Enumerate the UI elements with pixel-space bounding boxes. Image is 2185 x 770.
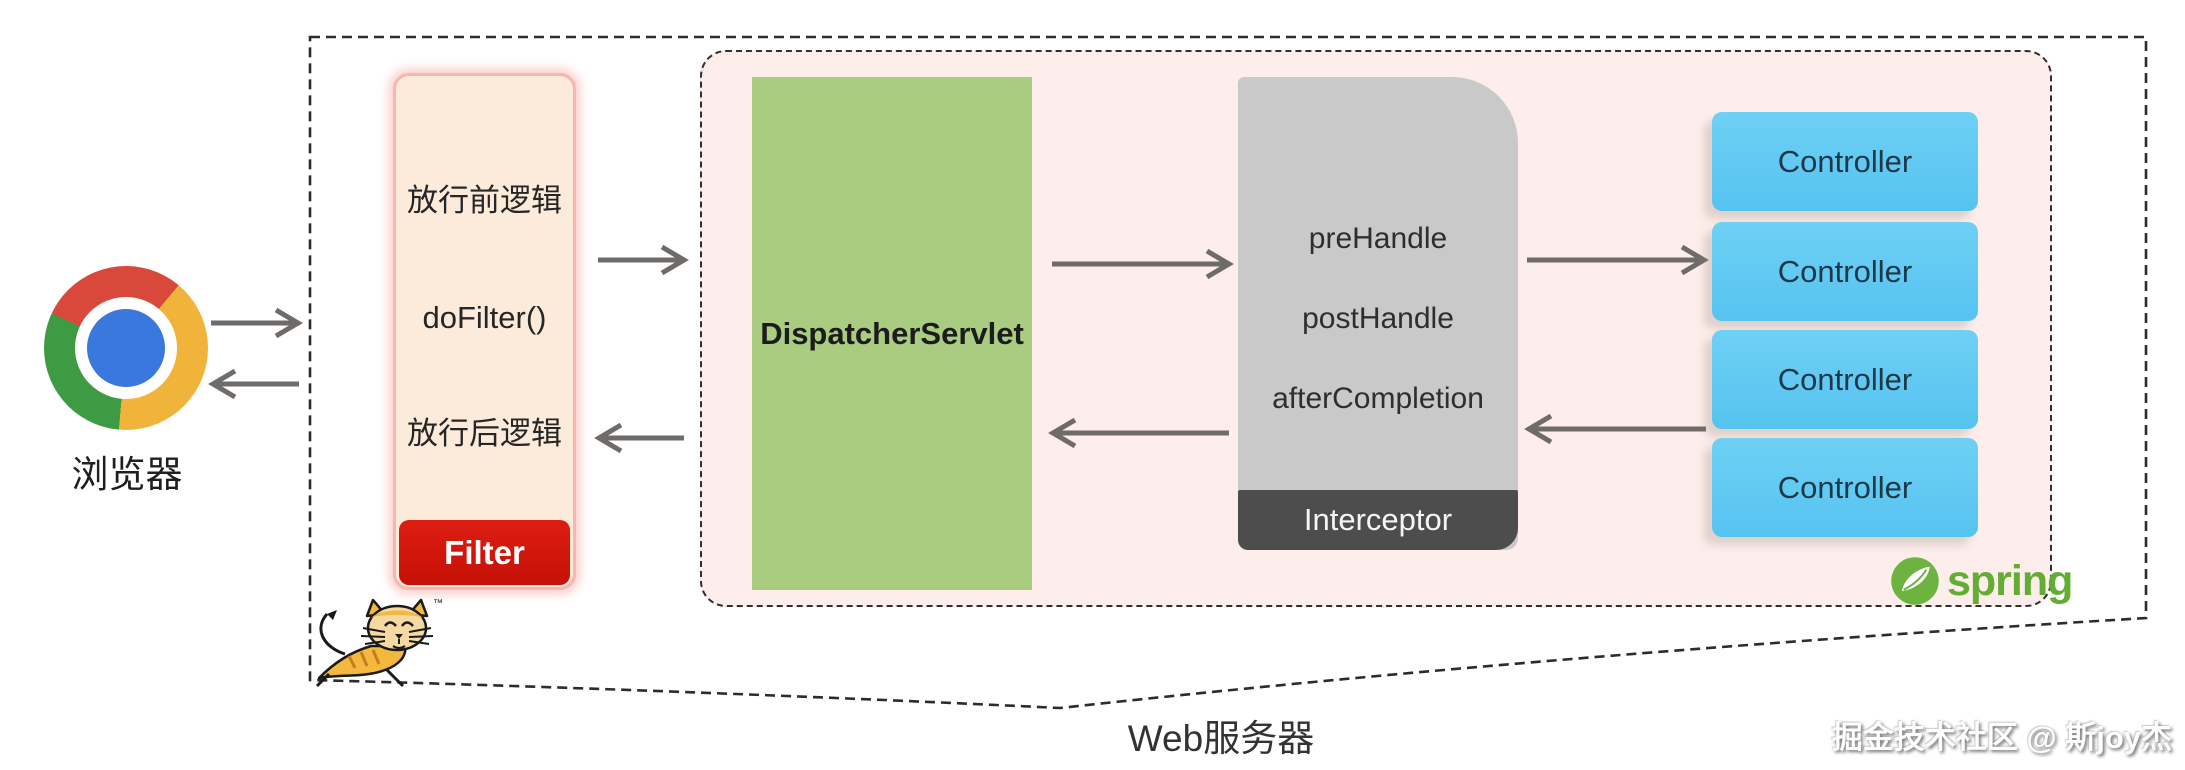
interceptor-aftercompletion-label: afterCompletion	[1272, 382, 1484, 415]
spring-leaf-icon	[1891, 557, 1939, 605]
filter-tag: Filter	[399, 520, 570, 585]
filter-pre-logic-label: 放行前逻辑	[407, 183, 562, 218]
dispatcher-servlet-box: DispatcherServlet	[752, 77, 1032, 590]
chrome-icon	[44, 266, 208, 430]
web-server-label: Web服务器	[1127, 718, 1315, 759]
spring-logo-label: spring	[1947, 557, 2073, 605]
controller-box-4: Controller	[1712, 438, 1978, 537]
interceptor-prehandle-label: preHandle	[1308, 222, 1448, 255]
controller-box-1: Controller	[1712, 112, 1978, 211]
filter-box: 放行前逻辑 doFilter() 放行后逻辑 Filter	[393, 73, 576, 590]
arrow-interceptor-to-controller	[1527, 244, 1709, 276]
spring-logo: spring	[1890, 556, 2073, 606]
arrow-browser-to-server	[211, 307, 303, 339]
controller-box-2: Controller	[1712, 222, 1978, 321]
arrow-dispatcher-to-filter	[594, 422, 684, 454]
interceptor-tag: Interceptor	[1238, 490, 1518, 550]
arrow-server-to-browser	[208, 368, 299, 400]
watermark: 掘金技术社区 @ 斯joy杰	[1831, 720, 2172, 755]
filter-post-logic-label: 放行后逻辑	[407, 416, 562, 451]
interceptor-posthandle-label: postHandle	[1302, 302, 1454, 335]
browser-label: 浏览器	[71, 454, 183, 495]
arrow-interceptor-to-dispatcher	[1048, 417, 1229, 449]
arrow-filter-to-dispatcher	[598, 244, 689, 276]
interceptor-box: preHandle postHandle afterCompletion Int…	[1238, 77, 1518, 550]
tomcat-logo: ™	[315, 598, 443, 688]
web-server-dashed-border	[308, 35, 2148, 710]
arrow-controller-to-interceptor	[1524, 413, 1706, 445]
arrow-dispatcher-to-interceptor	[1052, 248, 1234, 280]
svg-text:™: ™	[433, 598, 443, 609]
controller-box-3: Controller	[1712, 330, 1978, 429]
filter-dofilter-label: doFilter()	[422, 300, 547, 335]
